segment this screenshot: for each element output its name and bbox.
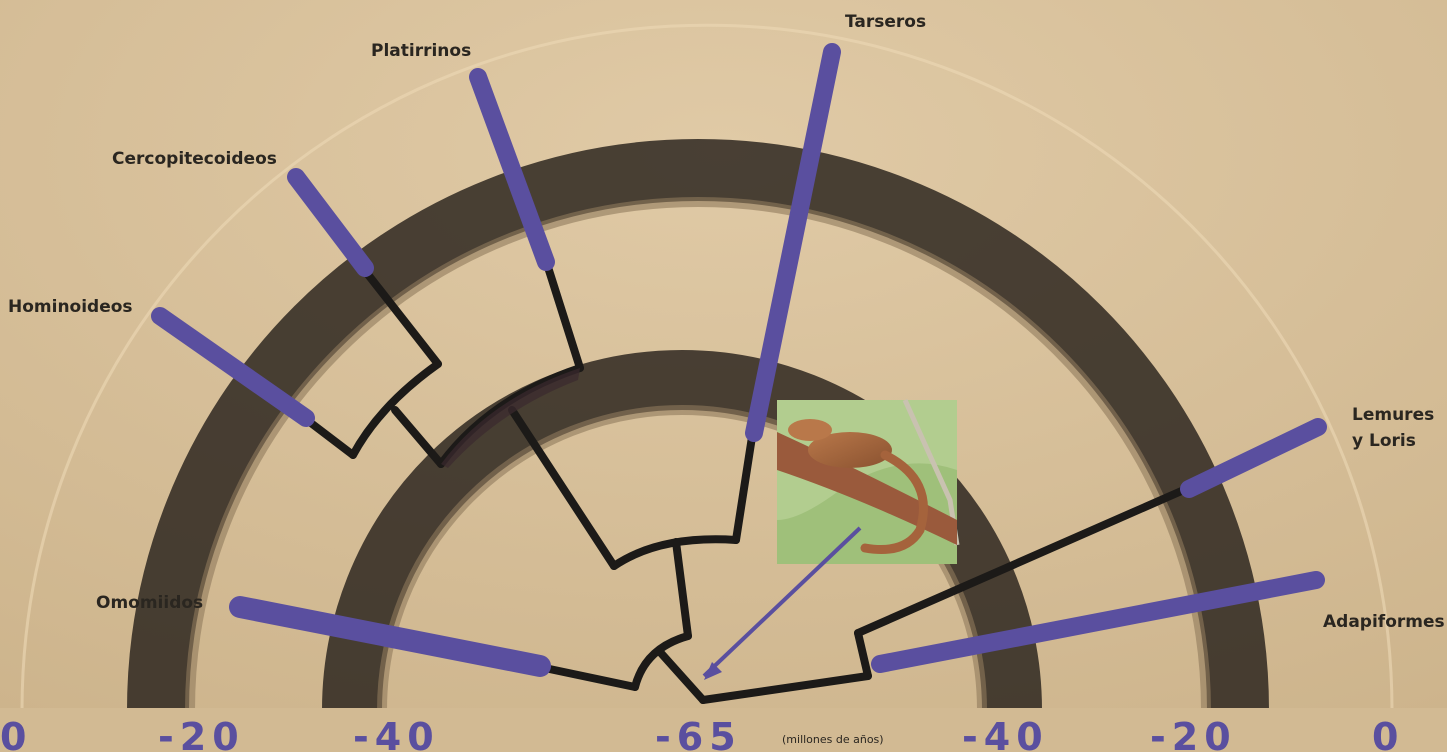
label-cercopitecoideos: Cercopitecoideos [112, 149, 277, 169]
branch-hominoideos [303, 416, 357, 459]
label-tarseros: Tarseros [845, 12, 926, 32]
branch-catarrhini [391, 406, 445, 468]
tick-20-left: -20 [158, 715, 245, 752]
branch-lemures [854, 485, 1190, 637]
branch-tarseros [732, 433, 756, 544]
lineages [151, 43, 1327, 677]
node-strepsirrhini [854, 629, 872, 680]
tick-0-right: 0 [1372, 715, 1404, 752]
node-haplorhini [610, 535, 740, 570]
lineage-hominoideos [151, 307, 315, 427]
ring-0 [20, 23, 1394, 711]
ring-40-highlight [377, 405, 987, 711]
ring-20-shadow [127, 139, 1269, 711]
branch-omomiidos [536, 663, 639, 691]
tick-20-right: -20 [1150, 715, 1237, 752]
branch-platirrinos [543, 260, 584, 372]
shadow-fill-node [441, 368, 580, 468]
label-omomiidos: Omomiidos [96, 593, 203, 613]
label-adapiformes: Adapiformes [1323, 612, 1445, 632]
tick-0-left: 0 [0, 715, 32, 752]
node-omomiidos [631, 632, 692, 691]
lineage-cercopitecoideos [287, 168, 374, 277]
lineage-tarseros [745, 43, 841, 442]
tick-40-left: -40 [353, 715, 440, 752]
node-catarrhini [349, 360, 442, 459]
branches [303, 260, 1190, 704]
tick-65: -65 [655, 715, 742, 752]
lineage-adapiformes [871, 571, 1325, 673]
branch-adapiformes [699, 672, 872, 704]
label-lemures: Lemures [1352, 405, 1434, 425]
time-rings [20, 23, 1394, 711]
clade-labels: Hominoideos Cercopitecoideos Platirrinos… [8, 12, 1445, 632]
lineage-lemures [1180, 418, 1327, 498]
tick-40-right: -40 [962, 715, 1049, 752]
axis-band [0, 708, 1447, 752]
branch-anthropoidea [508, 406, 618, 570]
lineage-platirrinos [469, 68, 555, 271]
lineage-omomiidos [229, 596, 551, 677]
ring-20-highlight [185, 197, 1211, 711]
label-y-loris: y Loris [1352, 431, 1416, 451]
branch-haplorhini [672, 538, 692, 640]
axis-unit: (millones de años) [782, 733, 884, 746]
label-hominoideos: Hominoideos [8, 297, 133, 317]
primate-fossil-icon [702, 398, 960, 680]
label-platirrinos: Platirrinos [371, 41, 471, 61]
ring-40-shadow [322, 350, 1042, 711]
branch-root [656, 648, 707, 704]
time-axis: 0 -20 -40 -65 (millones de años) -40 -20… [0, 715, 1404, 752]
branch-cercopitecoideos [362, 268, 442, 368]
